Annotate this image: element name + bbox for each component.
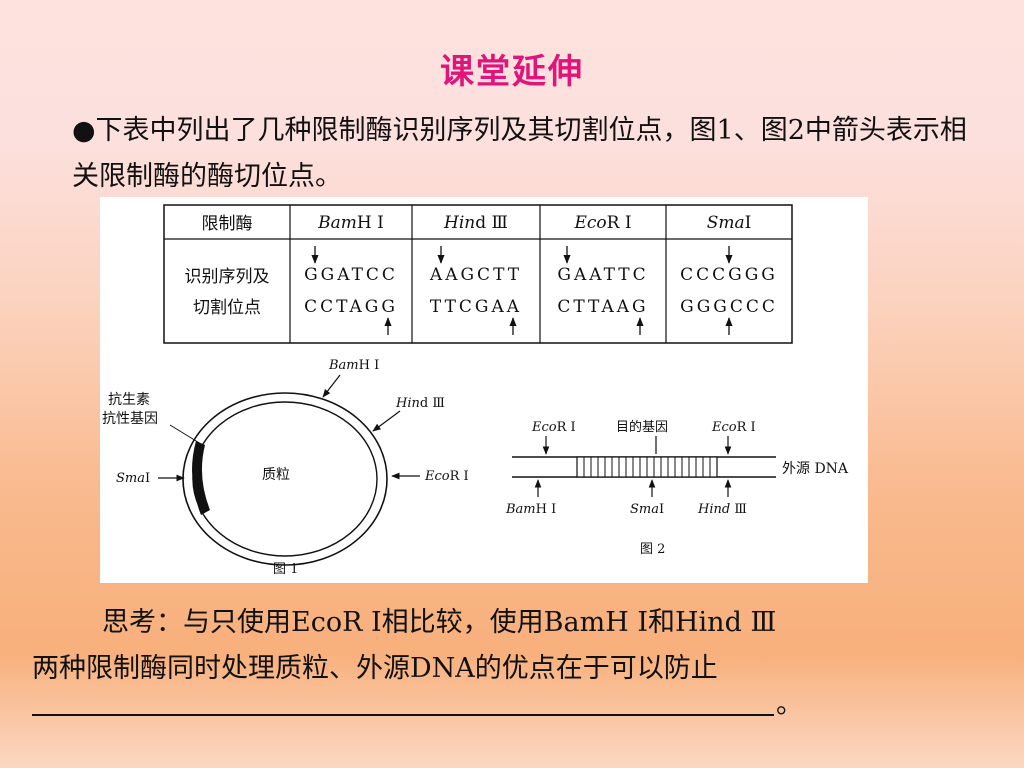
fig1-bamh1-label: BamH Ⅰ xyxy=(328,358,379,373)
fig1-bamh1-arrow xyxy=(322,374,341,398)
figure-2-foreign-dna: 外源 DNA EcoR Ⅰ 目的基因 EcoR Ⅰ BamH Ⅰ SmaⅠ Hi… xyxy=(505,419,849,557)
table-header-hind3: Hind Ⅲ xyxy=(443,213,508,233)
intro-text: ●下表中列出了几种限制酶识别序列及其切割位点，图1、图2中箭头表示相关限制酶的酶… xyxy=(72,115,967,192)
plasmid-label: 质粒 xyxy=(262,467,290,483)
table-header-sma1: SmaⅠ xyxy=(707,213,752,233)
fig1-hind3-arrow xyxy=(372,410,401,432)
seq-hind-top: AAGCTT xyxy=(429,265,522,285)
fig2-sma1-label: SmaⅠ xyxy=(630,502,664,517)
fig1-ecor1-label: EcoR Ⅰ xyxy=(424,469,469,484)
fig2-ecor1-right-label: EcoR Ⅰ xyxy=(711,420,756,435)
resistance-label-2: 抗性基因 xyxy=(102,410,158,427)
fig2-ecor1-left-label: EcoR Ⅰ xyxy=(531,420,576,435)
foreign-dna-label: 外源 DNA xyxy=(782,461,849,477)
enzyme-table: 限制酶 识别序列及 切割位点 BamH Ⅰ Hind Ⅲ EcoR Ⅰ SmaⅠ… xyxy=(163,204,793,344)
fig1-sma1-label: SmaⅠ xyxy=(116,471,150,486)
resistance-gene-block xyxy=(192,441,210,515)
resistance-label-1: 抗生素 xyxy=(108,392,150,408)
fig2-bamh1-label: BamH Ⅰ xyxy=(505,502,556,517)
enzyme-figure: 限制酶 识别序列及 切割位点 BamH Ⅰ Hind Ⅲ EcoR Ⅰ SmaⅠ… xyxy=(100,197,868,583)
table-header-enzyme: 限制酶 xyxy=(202,214,253,234)
seq-eco-bottom: CTTAAG xyxy=(557,297,648,317)
fig1-caption: 图 1 xyxy=(273,562,298,577)
table-row-label-2: 切割位点 xyxy=(193,298,261,318)
figure-1-plasmid: 质粒 抗生素 抗性基因 BamH Ⅰ Hind Ⅲ EcoR Ⅰ SmaⅠ 图 … xyxy=(102,358,469,577)
seq-bam-bottom: CCTAGG xyxy=(304,297,398,317)
question-end-mark: 。 xyxy=(776,689,803,720)
question-text: 思考：与只使用EcoR I相比较，使用BamH Ⅰ和Hind Ⅲ 两种限制酶同时… xyxy=(32,600,962,692)
fig2-hind3-label: Hind Ⅲ xyxy=(697,502,747,517)
fig1-hind3-label: Hind Ⅲ xyxy=(395,396,445,411)
question-line-1: 思考：与只使用EcoR I相比较，使用BamH Ⅰ和Hind Ⅲ xyxy=(102,607,777,638)
seq-sma-bottom: GGGCCC xyxy=(680,297,778,317)
answer-blank[interactable] xyxy=(32,690,774,716)
question-line-2: 两种限制酶同时处理质粒、外源DNA的优点在于可以防止 xyxy=(32,653,718,684)
seq-bam-top: GGATCC xyxy=(304,265,398,285)
seq-eco-top: GAATTC xyxy=(557,265,648,285)
table-row-label-1: 识别序列及 xyxy=(185,267,270,287)
seq-sma-top: CCCGGG xyxy=(680,265,778,285)
table-header-ecor1: EcoR Ⅰ xyxy=(573,213,631,233)
table-header-bamh1: BamH Ⅰ xyxy=(317,213,384,233)
fig2-caption: 图 2 xyxy=(640,542,665,557)
figure-svg: 限制酶 识别序列及 切割位点 BamH Ⅰ Hind Ⅲ EcoR Ⅰ SmaⅠ… xyxy=(102,204,849,577)
target-gene-label: 目的基因 xyxy=(616,419,668,435)
slide-title: 课堂延伸 xyxy=(440,52,584,92)
seq-hind-bottom: TTCGAA xyxy=(430,297,522,317)
